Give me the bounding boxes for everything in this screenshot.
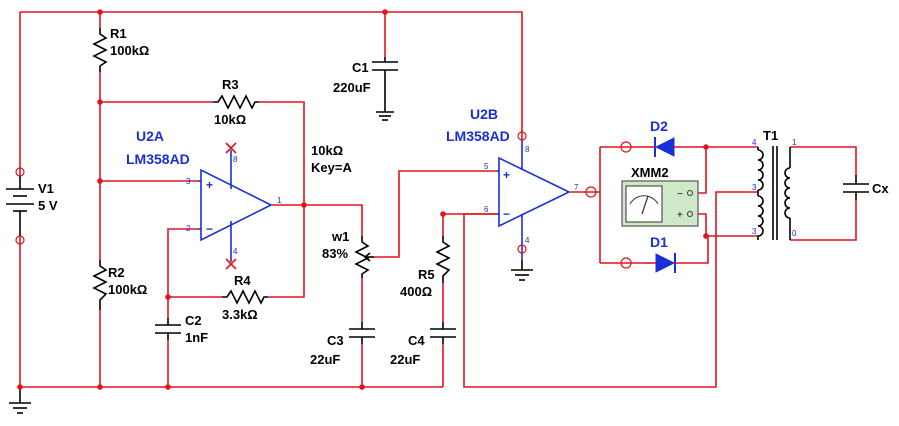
r2-value: 100kΩ (108, 282, 147, 297)
resistor-r1: R1 100kΩ (92, 26, 149, 72)
potentiometer-w1: 10kΩ Key=A w1 83% (311, 143, 374, 278)
xmm2-name: XMM2 (631, 165, 669, 180)
w1-value: 83% (322, 246, 348, 261)
junction-dots (17, 9, 709, 390)
c4-name: C4 (408, 333, 425, 348)
u2b-plus-sign: + (503, 168, 510, 182)
u2a-pin-2: 2 (186, 224, 191, 233)
capacitor-c2: C2 1nF (155, 313, 208, 345)
battery-v1: V1 5 V (6, 167, 58, 245)
wires (19, 11, 857, 388)
r1-name: R1 (110, 26, 127, 41)
w1-name: w1 (331, 229, 349, 244)
v1-name: V1 (38, 181, 54, 196)
r3-name: R3 (222, 77, 239, 92)
d2-name: D2 (650, 118, 668, 134)
r1-value: 100kΩ (110, 43, 149, 58)
r4-name: R4 (234, 273, 251, 288)
ground-symbol-u2b (511, 260, 533, 281)
u2a-pin-8: 8 (233, 155, 238, 164)
capacitor-c4: C4 22uF (390, 322, 456, 367)
resistor-r5: R5 400Ω (400, 236, 451, 299)
diode-d1: D1 (644, 234, 676, 273)
u2a-plus-sign: + (206, 178, 213, 192)
pot-resistance: 10kΩ (311, 143, 343, 158)
r3-value: 10kΩ (214, 112, 246, 127)
ground-symbol-left (9, 387, 31, 414)
capacitor-c1: C1 220uF (333, 57, 398, 121)
meter-plus: + (677, 210, 683, 221)
capacitor-c3: C3 22uF (310, 322, 375, 367)
opamp-u2a: + − 3 2 1 8 4 U2A LM358AD (126, 128, 282, 270)
multimeter-xmm2: XMM2 − + (621, 165, 699, 227)
capacitor-cx: Cx (843, 175, 889, 200)
t1-pin-0: 0 (792, 229, 797, 238)
u2a-part: LM358AD (126, 151, 190, 167)
diode-d2: D2 (644, 118, 676, 157)
c2-value: 1nF (185, 330, 208, 345)
probe-point (620, 257, 632, 269)
c3-name: C3 (327, 333, 344, 348)
c1-name: C1 (352, 60, 369, 75)
u2b-part: LM358AD (446, 128, 510, 144)
u2b-pin-4: 4 (525, 236, 530, 245)
u2b-pin-7: 7 (574, 183, 579, 192)
c1-value: 220uF (333, 80, 371, 95)
no-connect-x-icon (225, 258, 237, 270)
no-connect-x-icon (225, 142, 237, 154)
r5-name: R5 (418, 267, 435, 282)
probe-point (620, 141, 632, 153)
r2-name: R2 (108, 265, 125, 280)
pot-key: Key=A (311, 160, 352, 175)
u2b-pin-6: 6 (484, 205, 489, 214)
v1-value: 5 V (38, 198, 58, 213)
u2b-pin-8: 8 (525, 145, 530, 154)
t1-pin-4: 4 (752, 138, 757, 147)
r4-value: 3.3kΩ (222, 307, 258, 322)
t1-pin-1: 1 (792, 138, 797, 147)
resistor-r3: R3 10kΩ (213, 77, 259, 127)
u2a-pin-3: 3 (186, 177, 191, 186)
u2b-pin-5: 5 (484, 162, 489, 171)
meter-minus: − (677, 189, 683, 200)
resistor-r2: R2 100kΩ (92, 260, 147, 310)
resistor-r4: R4 3.3kΩ (222, 273, 268, 322)
t1-pin-3: 3 (752, 183, 757, 192)
c4-value: 22uF (390, 352, 420, 367)
c2-name: C2 (185, 313, 202, 328)
t1-pin-3b: 3 (752, 227, 757, 236)
u2b-name: U2B (470, 106, 498, 122)
cx-name: Cx (872, 181, 889, 196)
u2b-minus-sign: − (503, 207, 510, 221)
transformer-t1: T1 4 3 3 1 0 (752, 128, 797, 240)
r5-value: 400Ω (400, 284, 432, 299)
opamp-u2b: + − 5 6 7 8 4 U2B LM358AD (446, 106, 579, 260)
t1-name: T1 (763, 128, 778, 143)
probe-point (585, 186, 597, 198)
u2a-pin-1: 1 (277, 196, 282, 205)
c3-value: 22uF (310, 352, 340, 367)
u2a-name: U2A (136, 128, 164, 144)
u2a-minus-sign: − (206, 222, 213, 236)
d1-name: D1 (650, 234, 668, 250)
u2a-pin-4: 4 (233, 247, 238, 256)
